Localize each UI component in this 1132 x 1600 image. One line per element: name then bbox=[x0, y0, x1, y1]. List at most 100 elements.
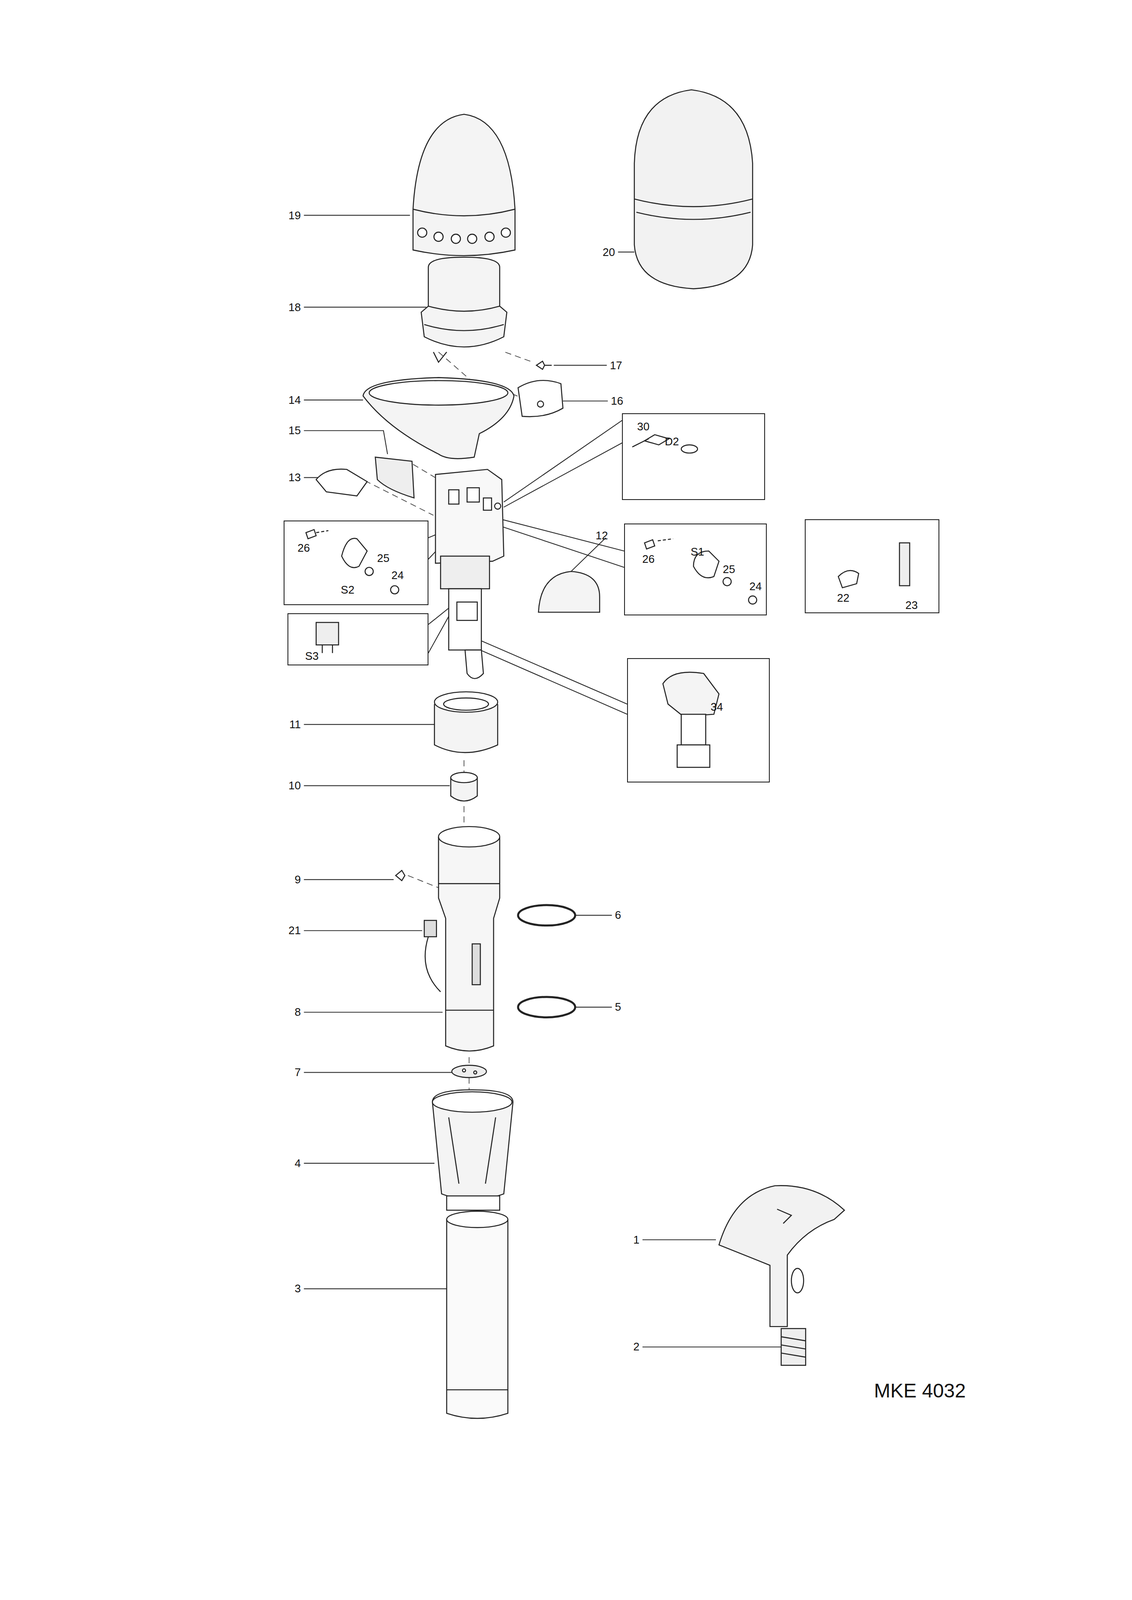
callout-number: 26 bbox=[642, 553, 655, 565]
part-drawings bbox=[718, 1184, 845, 1326]
callout-number: 8 bbox=[294, 1005, 301, 1018]
callout-number: 12 bbox=[595, 529, 608, 541]
part-drawings bbox=[438, 882, 500, 884]
assembly-axis bbox=[346, 257, 546, 1094]
part-drawings bbox=[662, 671, 719, 716]
part-drawings bbox=[432, 1089, 514, 1200]
callout-number: 24 bbox=[391, 569, 404, 581]
callout-number: 6 bbox=[615, 909, 622, 921]
part-drawings bbox=[634, 199, 753, 207]
part-drawings bbox=[428, 305, 500, 311]
part-drawings bbox=[518, 380, 564, 417]
part-drawings bbox=[781, 1328, 806, 1365]
part-drawings bbox=[634, 89, 753, 289]
leader-lines bbox=[503, 420, 622, 502]
detail-box: 30D2 bbox=[621, 413, 765, 500]
part-drawings bbox=[494, 502, 501, 509]
callout-number: 7 bbox=[294, 1066, 301, 1078]
part-drawings bbox=[425, 936, 441, 992]
part-drawings bbox=[472, 943, 481, 985]
part-drawings bbox=[417, 228, 427, 238]
leader-lines bbox=[303, 785, 450, 786]
part-drawings bbox=[791, 1267, 804, 1293]
leader-lines bbox=[303, 215, 781, 1347]
part-drawings bbox=[440, 555, 490, 589]
callout-number: 3 bbox=[294, 1282, 301, 1294]
callout-number: 13 bbox=[288, 471, 301, 483]
part-drawings bbox=[435, 469, 504, 564]
part-drawings bbox=[467, 234, 477, 244]
leader-lines bbox=[303, 1071, 452, 1073]
part-drawings bbox=[451, 1064, 487, 1078]
part-drawings bbox=[501, 228, 511, 238]
leader-lines bbox=[481, 640, 628, 704]
part-drawings bbox=[363, 377, 514, 459]
part-drawings bbox=[636, 212, 751, 220]
leader-lines bbox=[303, 1011, 443, 1013]
part-drawings bbox=[657, 538, 674, 541]
part-drawings bbox=[538, 571, 600, 613]
part-drawings bbox=[466, 487, 480, 502]
part-drawings bbox=[899, 542, 910, 586]
part-drawings bbox=[316, 530, 329, 533]
part-drawings bbox=[677, 744, 710, 768]
part-drawings bbox=[395, 870, 405, 881]
leader-lines bbox=[303, 878, 394, 880]
callout-number: 25 bbox=[722, 563, 736, 575]
callout-number: 21 bbox=[288, 924, 301, 936]
leader-lines bbox=[303, 306, 426, 308]
leader-lines bbox=[571, 537, 606, 572]
detail-box: 26S12524 bbox=[624, 523, 767, 616]
leader-lines bbox=[303, 723, 435, 725]
part-drawings bbox=[443, 697, 489, 710]
part-drawings bbox=[681, 713, 706, 745]
callout-number: 1 bbox=[633, 1233, 640, 1245]
leader-lines bbox=[574, 914, 612, 916]
part-drawings bbox=[434, 231, 443, 241]
part-drawings bbox=[518, 996, 576, 1018]
part-drawings bbox=[424, 920, 437, 937]
part-drawings bbox=[536, 360, 545, 370]
callout-number: 23 bbox=[905, 599, 918, 611]
part-drawings bbox=[413, 208, 516, 216]
callout-number: 10 bbox=[288, 779, 301, 791]
part-drawings bbox=[446, 1195, 500, 1210]
leader-lines bbox=[553, 364, 607, 366]
callout-number: 34 bbox=[710, 700, 723, 713]
leader-lines bbox=[642, 1238, 716, 1240]
callout-number: S1 bbox=[690, 545, 705, 558]
part-drawings bbox=[448, 1117, 496, 1184]
detail-box: 22 23 bbox=[804, 519, 940, 613]
detail-box: 262524S2 bbox=[283, 520, 429, 605]
callout-number: 25 bbox=[377, 552, 390, 564]
leader-lines bbox=[303, 399, 363, 401]
callout-number: 14 bbox=[288, 394, 301, 406]
part-drawings bbox=[457, 601, 478, 621]
part-drawings bbox=[432, 1091, 512, 1112]
callout-number: 17 bbox=[609, 359, 623, 371]
part-drawings bbox=[681, 444, 698, 453]
callout-number: 18 bbox=[288, 301, 301, 313]
part-drawings bbox=[777, 1208, 792, 1223]
part-drawings bbox=[446, 1388, 508, 1390]
callout-number: 30 bbox=[637, 420, 650, 432]
leader-lines bbox=[303, 929, 423, 931]
part-drawings bbox=[518, 904, 576, 926]
assembly-axis bbox=[413, 463, 439, 480]
part-drawings bbox=[413, 114, 516, 256]
leader-lines bbox=[303, 1162, 435, 1164]
part-drawings bbox=[448, 489, 459, 504]
callout-number: 16 bbox=[610, 395, 624, 407]
part-drawings bbox=[484, 231, 494, 241]
assembly-axis bbox=[463, 805, 465, 829]
part-drawings bbox=[417, 228, 511, 244]
part-drawings bbox=[544, 364, 552, 366]
callout-number: 22 bbox=[837, 592, 850, 604]
part-drawings bbox=[723, 577, 732, 586]
leader-lines bbox=[642, 1346, 782, 1347]
callout-number: 26 bbox=[297, 542, 311, 554]
part-drawings bbox=[305, 529, 317, 539]
leader-lines bbox=[574, 1006, 612, 1008]
